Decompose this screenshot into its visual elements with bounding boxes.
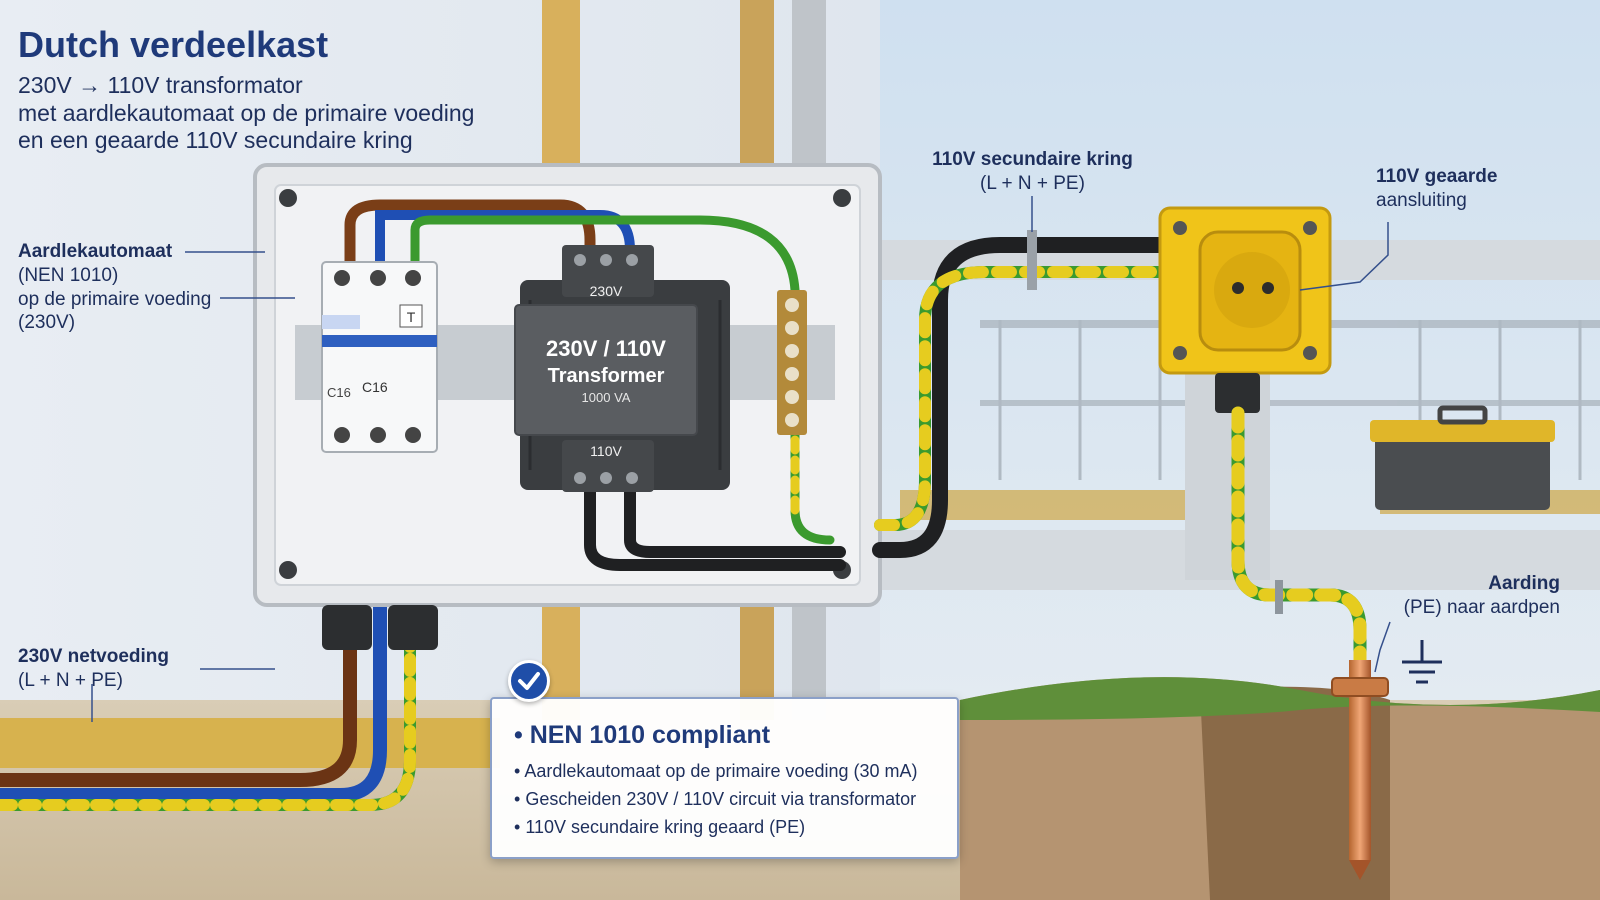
page-subtitle: 230V → 110V transformator met aardlekaut… bbox=[18, 72, 474, 155]
compliance-panel: • NEN 1010 compliant Aardlekautomaat op … bbox=[490, 697, 959, 859]
transformer: 230V / 110V Transformer 1000 VA 230V 110… bbox=[514, 245, 730, 492]
compliance-title: • NEN 1010 compliant bbox=[514, 721, 771, 749]
transformer-title-line2: Transformer bbox=[548, 365, 665, 387]
rcd-label-norm: (NEN 1010) bbox=[18, 264, 119, 286]
socket-label-line2: aansluiting bbox=[1376, 189, 1467, 211]
earth-rod bbox=[1331, 660, 1389, 880]
earth-terminal-block bbox=[777, 290, 807, 435]
checkmark-icon bbox=[508, 660, 550, 702]
toolbox-background bbox=[1370, 405, 1555, 510]
compliance-item: Aardlekautomaat op de primaire voeding (… bbox=[514, 761, 917, 782]
socket-label-line1: 110V geaarde bbox=[1376, 166, 1498, 187]
compliance-list: Aardlekautomaat op de primaire voeding (… bbox=[514, 761, 918, 845]
subtitle-line-3: en een geaarde 110V secundaire kring bbox=[18, 127, 413, 154]
mains-label-detail: (L + N + PE) bbox=[18, 669, 123, 691]
transformer-rating: 1000 VA bbox=[582, 390, 631, 405]
secondary-cables bbox=[872, 237, 1173, 558]
earth-label-name: Aarding bbox=[1488, 573, 1560, 594]
compliance-item: 110V secundaire kring geaard (PE) bbox=[514, 817, 918, 838]
cable-clamp bbox=[1027, 230, 1037, 290]
rcd-test-button: T bbox=[407, 309, 416, 325]
rcd-label-line1: op de primaire voeding bbox=[18, 288, 212, 310]
socket-110v bbox=[1158, 206, 1332, 413]
earth-label-detail: (PE) naar aardpen bbox=[1403, 596, 1560, 618]
rcd-breaker: T C16 C16 bbox=[321, 261, 438, 453]
rcd-label: Aardlekautomaat (NEN 1010) op de primair… bbox=[18, 240, 211, 335]
compliance-title-text: NEN 1010 compliant bbox=[529, 721, 771, 749]
mains-cables bbox=[0, 443, 416, 811]
ground-symbol-icon bbox=[1402, 640, 1442, 684]
mains-label: 230V netvoeding (L + N + PE) bbox=[18, 645, 169, 693]
secondary-circuit-label: 110V secundaire kring (L + N + PE) bbox=[930, 148, 1135, 196]
page-title: Dutch verdeelkast bbox=[18, 24, 329, 65]
secondary-label-detail: (L + N + PE) bbox=[980, 172, 1085, 194]
earth-cable bbox=[1231, 406, 1367, 687]
transformer-primary-tag: 230V bbox=[590, 283, 623, 299]
earth-label: Aarding (PE) naar aardpen bbox=[1385, 572, 1560, 620]
transformer-secondary-tag: 110V bbox=[590, 443, 622, 459]
socket-label: 110V geaarde aansluiting bbox=[1376, 165, 1497, 213]
breaker-rating-left: C16 bbox=[327, 385, 351, 400]
rcd-label-line2: (230V) bbox=[18, 312, 76, 334]
leader-lines bbox=[91, 196, 1391, 722]
breaker-rating-mid: C16 bbox=[362, 379, 388, 395]
mains-label-name: 230V netvoeding bbox=[18, 646, 169, 667]
subtitle-line-2: met aardlekautomaat op de primaire voedi… bbox=[18, 99, 475, 126]
transformer-title-line1: 230V / 110V bbox=[546, 336, 666, 361]
rcd-label-name: Aardlekautomaat bbox=[18, 241, 173, 262]
compliance-item: Gescheiden 230V / 110V circuit via trans… bbox=[514, 789, 918, 810]
subtitle-line-1: 230V → 110V transformator bbox=[18, 72, 303, 98]
secondary-label-name: 110V secundaire kring bbox=[932, 149, 1133, 170]
